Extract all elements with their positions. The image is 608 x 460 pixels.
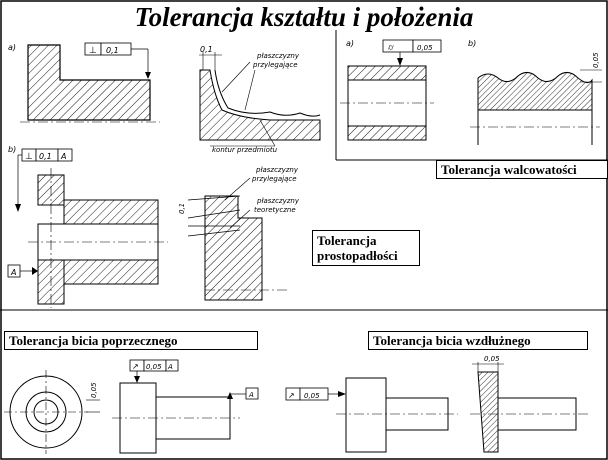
svg-text:↗: ↗: [288, 391, 295, 400]
kontur-label: kontur przedmiotu: [212, 146, 278, 154]
page-title: Tolerancja kształtu i położenia: [134, 2, 474, 32]
svg-text:płaszczyzny: płaszczyzny: [256, 52, 300, 60]
tol-perp-a: 0,1: [106, 46, 119, 55]
svg-text:przylegające: przylegające: [252, 61, 298, 69]
svg-text:⊥: ⊥: [25, 152, 33, 162]
svg-text:⌭: ⌭: [388, 43, 394, 52]
part-b-label: b): [8, 145, 16, 154]
runout-tol: 0,05: [146, 363, 162, 371]
datum-b: A: [60, 152, 66, 161]
runout-dim: 0,05: [90, 382, 98, 398]
dim-01-top: 0,1: [200, 45, 213, 54]
label-bicia-wzdluznego: Tolerancja bicia wzdłużnego: [368, 331, 588, 350]
svg-text:przylegające: przylegające: [251, 175, 297, 183]
cyl-dim: 0,05: [592, 52, 600, 68]
drawing-perp-a: ⊥ 0,1: [20, 42, 160, 123]
svg-text:↗: ↗: [132, 362, 139, 371]
axial-dim: 0,05: [484, 355, 500, 363]
svg-text:płaszczyzny: płaszczyzny: [255, 166, 299, 174]
part-b2-label: b): [468, 39, 476, 48]
label-prostopadlosci-line2: prostopadłości: [317, 248, 398, 263]
label-prostopadlosci-line1: Tolerancja: [317, 233, 377, 248]
tol-perp-b: 0,1: [39, 152, 52, 161]
label-prostopadlosci: Tolerancja prostopadłości: [312, 230, 420, 266]
label-bicia-poprzecznego: Tolerancja bicia poprzecznego: [4, 331, 258, 350]
drawing-detail-b: 0,1 płaszczyzny przylegające płaszczyzny…: [178, 166, 300, 301]
svg-text:teoretyczne: teoretyczne: [254, 206, 296, 214]
drawing-perp-b: ⊥ 0,1 A A: [7, 148, 168, 308]
drawing-cylinder-b: 0,05: [470, 52, 602, 145]
dim-01-b: 0,1: [178, 203, 186, 214]
label-walcowatosci: Tolerancja walcowatości: [436, 160, 608, 179]
svg-text:⊥: ⊥: [89, 46, 97, 56]
drawing-cylinder-a: ⌭ 0,05: [340, 39, 442, 141]
axial-tol: 0,05: [304, 392, 320, 400]
cyl-tol: 0,05: [417, 44, 433, 52]
datum-marker: A: [10, 268, 16, 277]
drawing-runout-axial: ↗ 0,05 0,05: [285, 355, 590, 453]
svg-text:płaszczyzny: płaszczyzny: [256, 197, 300, 205]
drawing-runout-radial: 0,05 ↗ 0,05 A A: [4, 359, 259, 454]
runout-datum: A: [167, 363, 173, 371]
part-a2-label: a): [346, 39, 354, 48]
runout-A: A: [248, 391, 254, 399]
drawing-detail-a: 0,1 płaszczyzny przylegające kontur prze…: [199, 45, 321, 154]
part-a-label: a): [8, 43, 16, 52]
